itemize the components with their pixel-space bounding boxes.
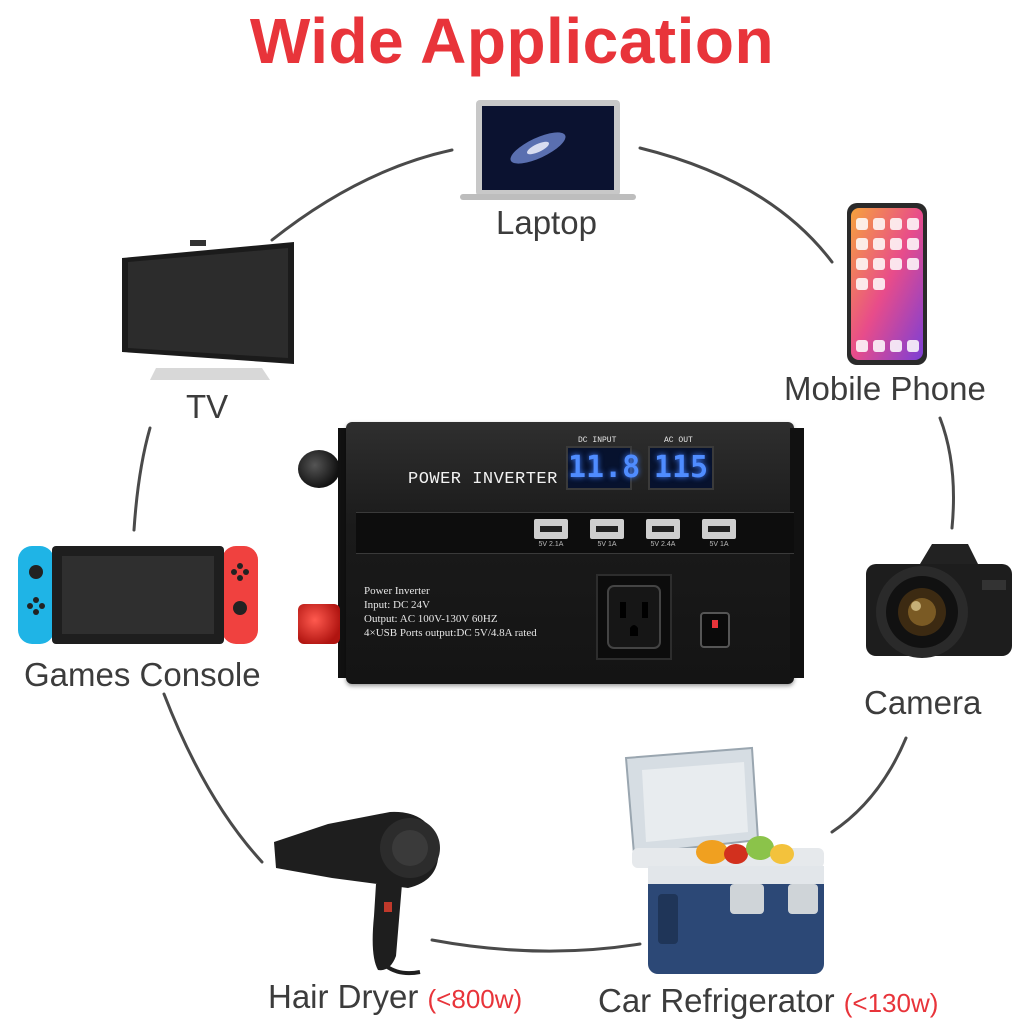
laptop-image [460, 100, 636, 200]
games-console-label: Games Console [24, 656, 261, 693]
dc-input-display: 11.8 [566, 446, 640, 490]
tv-label: TV [186, 388, 229, 425]
positive-terminal-knob [298, 604, 340, 644]
usb-port[interactable] [534, 519, 568, 539]
camera-label: Camera [864, 684, 982, 721]
usb-port[interactable] [702, 519, 736, 539]
inverter-name: POWER INVERTER [408, 470, 558, 489]
tv-image [122, 240, 294, 380]
ac-out-display: 115 [648, 446, 714, 490]
spec-line: 4×USB Ports output:DC 5V/4.8A rated [364, 627, 537, 639]
inverter-heat-fin-right [790, 428, 804, 678]
spec-line: Power Inverter [364, 585, 430, 597]
camera-image [866, 544, 1012, 658]
usb-port[interactable] [590, 519, 624, 539]
negative-terminal-knob [298, 450, 340, 488]
hair-dryer-image [274, 811, 440, 976]
spec-line: Output: AC 100V-130V 60HZ [364, 613, 498, 625]
hair-dryer-name: Hair Dryer [268, 978, 419, 1015]
ac-out-label: AC OUT [664, 436, 693, 445]
inverter-spec-text: Power Inverter Input: DC 24V Output: AC … [364, 584, 537, 640]
power-switch[interactable] [700, 612, 730, 648]
car-refrigerator-power: (<130w) [843, 988, 939, 1018]
car-refrigerator-name: Car Refrigerator [598, 982, 835, 1019]
car-refrigerator-label: Car Refrigerator (<130w) [598, 982, 938, 1020]
hair-dryer-power: (<800w) [427, 984, 523, 1014]
outlet-socket-icon [607, 585, 661, 649]
laptop-label: Laptop [496, 204, 597, 241]
usb-port-strip: 5V 2.1A 5V 1A 5V 2.4A 5V 1A [356, 512, 794, 554]
ac-outlet[interactable] [596, 574, 672, 660]
usb-port-rating: 5V 1A [709, 541, 729, 548]
games-console-image [18, 546, 258, 644]
power-inverter: POWER INVERTER DC INPUT 11.8 AC OUT 115 … [298, 418, 808, 688]
usb-port-rating: 5V 2.4A [650, 541, 676, 548]
usb-port-rating: 5V 1A [597, 541, 617, 548]
hair-dryer-label: Hair Dryer (<800w) [268, 978, 522, 1016]
mobile-phone-image [847, 203, 927, 365]
page-title: Wide Application [249, 5, 775, 77]
dc-input-label: DC INPUT [578, 436, 617, 445]
mobile-phone-label: Mobile Phone [784, 370, 986, 407]
usb-port[interactable] [646, 519, 680, 539]
car-refrigerator-image [624, 746, 824, 974]
spec-line: Input: DC 24V [364, 599, 430, 611]
usb-port-rating: 5V 2.1A [538, 541, 564, 548]
